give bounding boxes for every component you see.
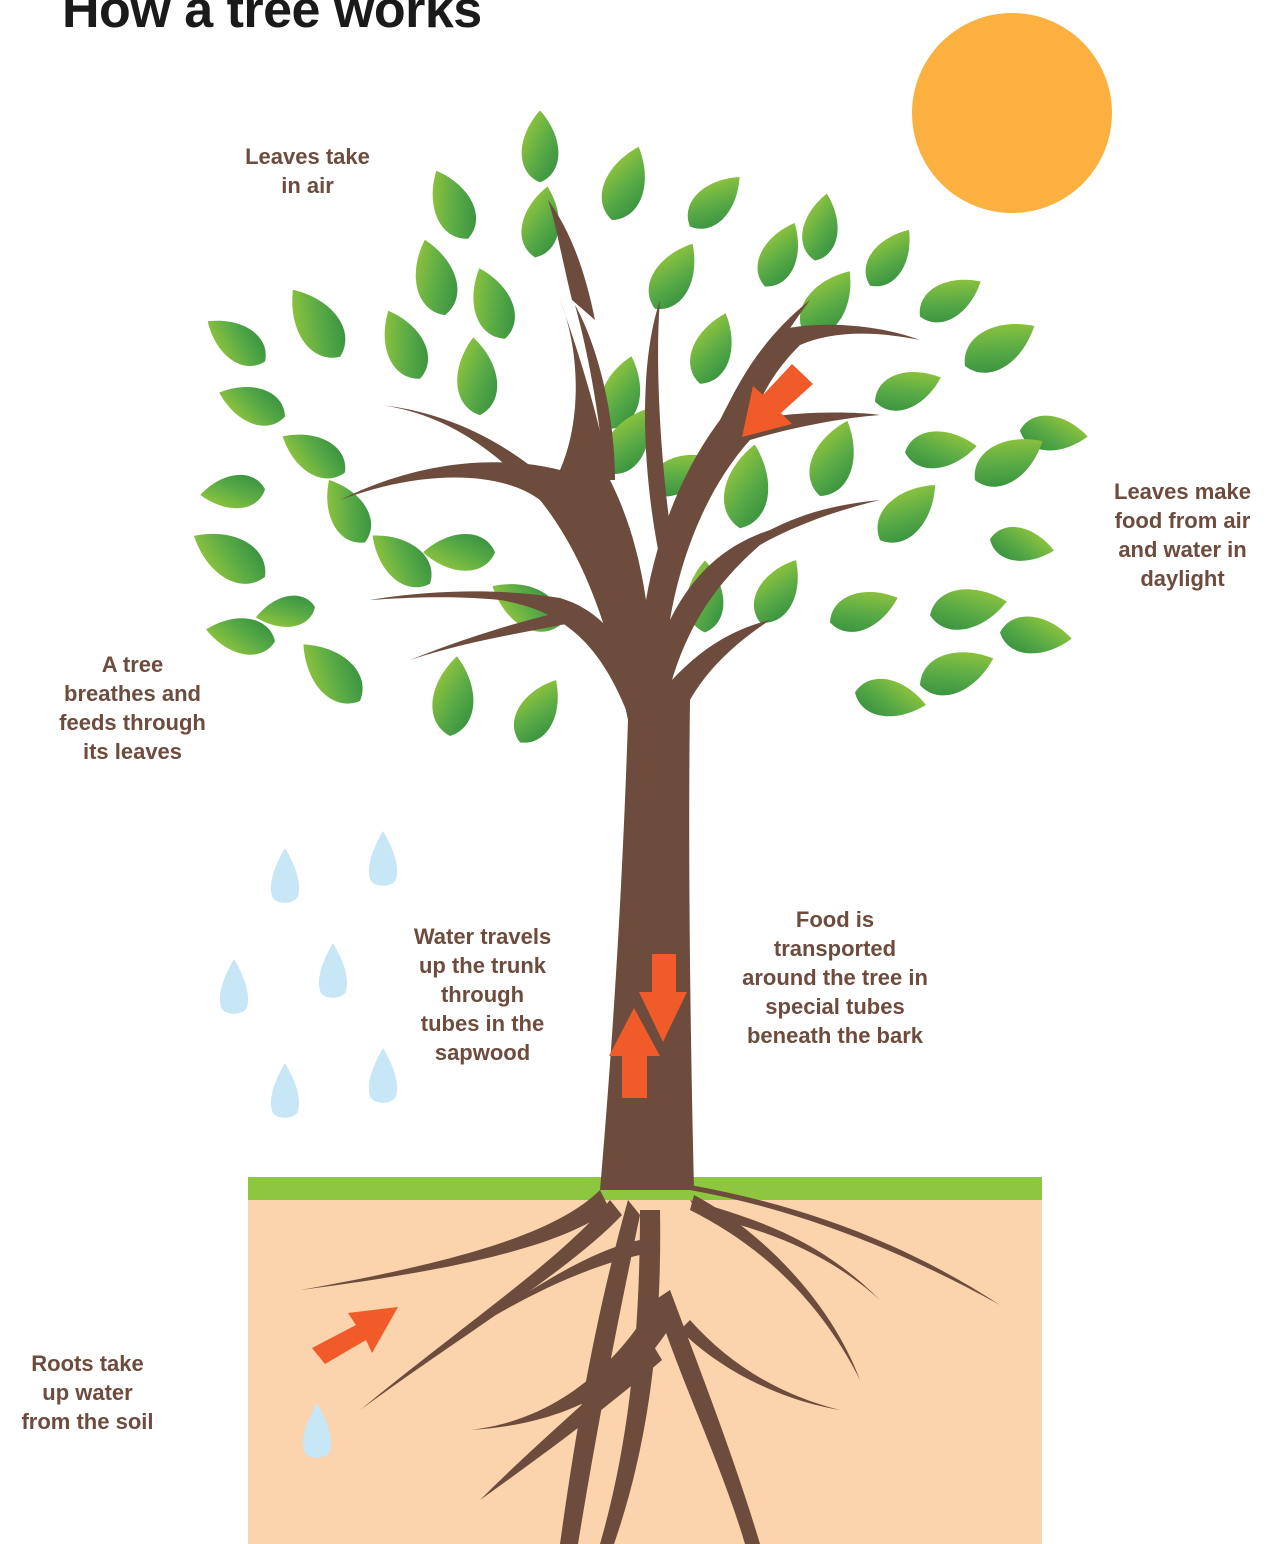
leaf xyxy=(184,518,276,595)
leaf xyxy=(856,220,923,296)
water-drop xyxy=(271,848,299,903)
leaf xyxy=(801,414,867,503)
label-tree-breathes: A tree breathes and feeds through its le… xyxy=(40,650,225,766)
leaf xyxy=(273,420,354,488)
label-leaves-take-air: Leaves take in air xyxy=(215,142,400,200)
leaf xyxy=(419,163,485,247)
leaf xyxy=(955,308,1045,383)
sun xyxy=(912,13,1112,213)
water-drop xyxy=(319,943,347,998)
leaf xyxy=(638,234,709,318)
leaf xyxy=(987,523,1057,567)
leaf xyxy=(430,655,478,738)
leaf xyxy=(313,471,381,552)
leaf xyxy=(824,581,904,640)
leaf xyxy=(371,303,437,387)
leaf xyxy=(276,278,357,369)
water-drop xyxy=(369,831,397,886)
water-drop xyxy=(220,959,248,1014)
leaf xyxy=(749,216,811,295)
leaf xyxy=(289,630,374,715)
leaf xyxy=(903,428,978,471)
leaf xyxy=(869,361,947,418)
leaf xyxy=(197,307,275,376)
label-water-travels: Water travels up the trunk through tubes… xyxy=(385,922,580,1067)
label-leaves-make-food: Leaves make food from air and water in d… xyxy=(1090,477,1275,593)
leaf xyxy=(911,266,989,332)
leaf xyxy=(682,307,744,391)
leaf xyxy=(593,140,657,227)
leaf xyxy=(913,640,1000,704)
leaf xyxy=(213,376,291,433)
leaf xyxy=(504,671,572,752)
page-title: How a tree works xyxy=(62,0,482,40)
leaf xyxy=(927,582,1011,635)
leaf xyxy=(998,614,1073,657)
leaf xyxy=(199,473,267,512)
label-food-transported: Food is transported around the tree in s… xyxy=(715,905,955,1050)
leaf xyxy=(453,336,499,417)
leaf xyxy=(360,521,442,599)
leaf xyxy=(852,674,929,723)
leaf xyxy=(866,471,949,554)
leaf xyxy=(677,164,752,239)
label-roots-take-water: Roots take up water from the soil xyxy=(5,1349,170,1436)
leaf xyxy=(744,551,812,632)
leaf xyxy=(798,191,844,264)
leaf xyxy=(522,110,559,182)
leaf xyxy=(406,235,465,321)
leaf xyxy=(423,534,495,571)
leaf xyxy=(461,262,523,346)
water-drop xyxy=(271,1063,299,1118)
